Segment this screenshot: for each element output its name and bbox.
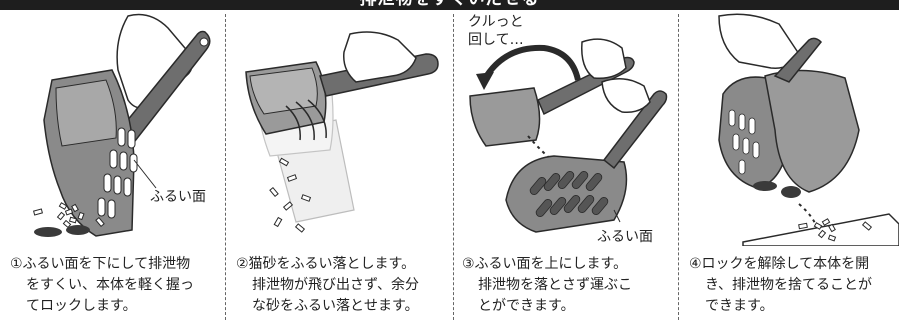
title-banner: 排泄物をすくいだせる: [0, 0, 899, 10]
caption-line: き、排泄物を捨てることが: [705, 277, 873, 293]
step-3-illustration: [454, 10, 678, 246]
handle-hole: [199, 37, 209, 47]
step-3-caption: ③ふるい面を上にします。 排泄物を落とさず運ぶこ とができます。: [462, 254, 632, 317]
caption-line: てロックします。: [26, 298, 137, 314]
scoop-handle: [773, 37, 823, 83]
caption-line: ④ロックを解除して本体を開: [689, 256, 870, 272]
waste-piece: [781, 186, 801, 198]
sieve-slots: [97, 127, 138, 219]
panel-divider: [678, 14, 679, 320]
waste-piece: [753, 181, 777, 191]
step-4-illustration: [679, 10, 899, 246]
step-1-caption: ①ふるい面を下にして排泄物 をすくい、本体を軽く握っ てロックします。: [10, 254, 194, 317]
caption-line: ①ふるい面を下にして排泄物: [10, 256, 191, 272]
caption-line: な砂をふるい落とせます。: [252, 298, 419, 314]
caption-line: をすくい、本体を軽く握っ: [26, 277, 194, 293]
step-4-caption: ④ロックを解除して本体を開 き、排泄物を捨てることが できます。: [689, 254, 872, 317]
falling-litter: [269, 157, 312, 233]
hand-icon: [718, 13, 800, 69]
litter-clump: [33, 202, 105, 229]
panel-divider: [225, 14, 226, 320]
caption-line: ③ふるい面を上にします。: [462, 256, 628, 272]
step-2-caption: ②猫砂をふるい落とします。 排泄物が飛び出さず、余分 な砂をふるい落とせます。: [236, 254, 419, 317]
waste-piece: [34, 227, 62, 237]
scoop-body: [764, 69, 860, 193]
rotate-label-line: クルっと: [468, 14, 524, 30]
caption-line: できます。: [705, 298, 774, 314]
sieve-scoop: [505, 155, 628, 233]
step-1-illustration: [0, 10, 225, 246]
caption-line: とができます。: [478, 298, 575, 314]
shake-motion-lines: [285, 99, 327, 141]
waste-piece: [66, 225, 90, 235]
hand-icon: [581, 38, 627, 80]
rotate-label: クルっと 回して…: [468, 13, 524, 49]
sieve-face-label: ふるい面: [150, 189, 206, 205]
banner-title: 排泄物をすくいだせる: [0, 0, 899, 9]
hand-icon: [343, 31, 417, 83]
sieve-slots: [728, 109, 760, 175]
rotate-label-line: 回して…: [468, 32, 524, 48]
panel-divider: [453, 14, 454, 320]
caption-line: ②猫砂をふるい落とします。: [236, 256, 416, 272]
caption-line: 排泄物が飛び出さず、余分: [252, 277, 420, 293]
scoop-handle: [602, 90, 668, 170]
rotate-arrow-icon: [481, 44, 581, 82]
step-2-illustration: [226, 10, 453, 246]
caption-line: 排泄物を落とさず運ぶこ: [478, 277, 632, 293]
hand-icon: [601, 78, 651, 114]
sieve-face-label: ふるい面: [597, 229, 653, 245]
litter-clump: [798, 218, 873, 242]
litter-tray: [742, 213, 899, 246]
sieve-slots: [529, 171, 609, 217]
